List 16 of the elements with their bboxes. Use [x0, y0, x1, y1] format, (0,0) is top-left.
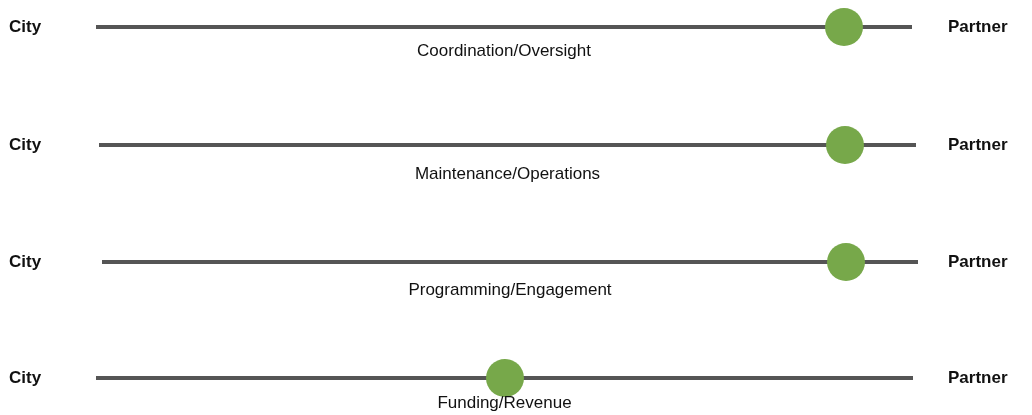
edge-label: Programming/Engagement: [408, 280, 612, 300]
scale-end-label: Partner: [948, 368, 1008, 388]
scale-end-label: City: [9, 368, 42, 388]
scale-end-label: City: [9, 17, 42, 37]
scale-end-label: Partner: [948, 135, 1008, 155]
scale-end-label: City: [9, 252, 42, 272]
edge-label: Funding/Revenue: [437, 393, 572, 413]
scale-end-label: Partner: [948, 17, 1008, 37]
edge-label: Coordination/Oversight: [417, 41, 591, 61]
scale-line: [96, 376, 913, 380]
scale-line: [99, 143, 916, 147]
scale-end-label: City: [9, 135, 42, 155]
scale-line: [96, 25, 912, 29]
edge-label: Maintenance/Operations: [414, 164, 601, 184]
scale-end-label: Partner: [948, 252, 1008, 272]
scale-line: [102, 260, 918, 264]
